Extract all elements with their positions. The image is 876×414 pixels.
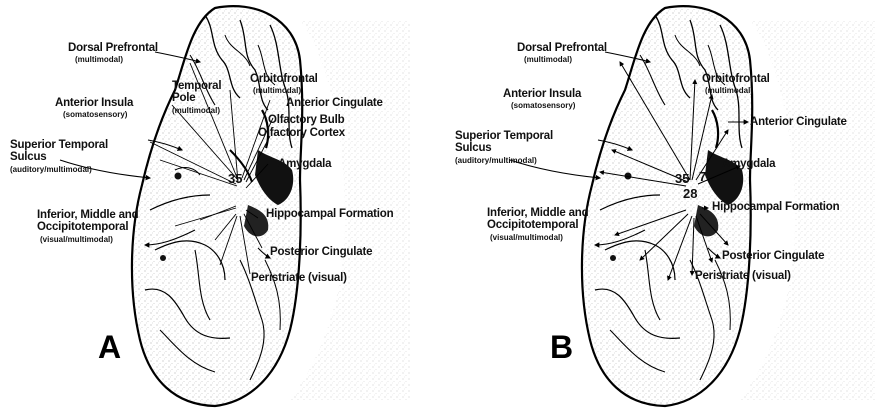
label-anterior-insula: Anterior Insula bbox=[503, 88, 581, 100]
label-peristriate: Peristriate (visual) bbox=[251, 272, 347, 284]
label-dorsal-prefrontal: Dorsal Prefrontal bbox=[68, 42, 158, 54]
label-orbitofrontal: Orbitofrontal bbox=[702, 73, 770, 85]
label-inferior-middle-occipitotemporal: Inferior, Middle and Occipitotemporal bbox=[487, 207, 588, 231]
label-orbitofrontal: Orbitofrontal bbox=[250, 73, 318, 85]
panel-letter-a: A bbox=[98, 331, 121, 363]
label-superior-temporal-sulcus-sub: (auditory/multimodal) bbox=[10, 165, 92, 174]
label-inferior-middle-occipitotemporal-sub: (visual/multimodal) bbox=[40, 235, 113, 244]
label-hippocampal-formation: Hippocampal Formation bbox=[266, 208, 393, 220]
panel-letter-b: B bbox=[550, 331, 573, 363]
label-area-35: 35 bbox=[228, 172, 242, 185]
label-anterior-insula-sub: (somatosensory) bbox=[63, 110, 127, 119]
label-superior-temporal-sulcus: Superior Temporal Sulcus bbox=[455, 130, 553, 154]
label-posterior-cingulate: Posterior Cingulate bbox=[722, 250, 824, 262]
label-amygdala: Amygdala bbox=[278, 158, 331, 170]
label-olfactory-bulb: Olfactory Bulb bbox=[268, 114, 344, 126]
label-posterior-cingulate: Posterior Cingulate bbox=[270, 246, 372, 258]
label-dorsal-prefrontal-sub: (multimodal) bbox=[75, 55, 123, 64]
label-area-35: 35 bbox=[675, 172, 689, 185]
label-peristriate: Peristriate (visual) bbox=[695, 270, 791, 282]
label-superior-temporal-sulcus: Superior Temporal Sulcus bbox=[10, 139, 108, 163]
label-olfactory-cortex: Olfactory Cortex bbox=[258, 127, 345, 139]
label-anterior-cingulate: Anterior Cingulate bbox=[286, 97, 383, 109]
label-orbitofrontal-sub: (multimodal) bbox=[253, 86, 301, 95]
label-area-28: 28 bbox=[683, 187, 697, 200]
label-inferior-middle-occipitotemporal-sub: (visual/multimodal) bbox=[490, 233, 563, 242]
label-inferior-middle-occipitotemporal: Inferior, Middle and Occipitotemporal bbox=[37, 209, 138, 233]
label-dorsal-prefrontal-sub: (multimodal) bbox=[524, 55, 572, 64]
label-superior-temporal-sulcus-sub: (auditory/multimodal) bbox=[455, 156, 537, 165]
label-amygdala: Amygdala bbox=[722, 158, 775, 170]
label-anterior-cingulate: Anterior Cingulate bbox=[750, 116, 847, 128]
label-anterior-insula: Anterior Insula bbox=[55, 97, 133, 109]
label-anterior-insula-sub: (somatosensory) bbox=[511, 101, 575, 110]
label-temporal-pole: Temporal Pole bbox=[172, 80, 221, 104]
label-orbitofrontal-sub: (multimodal) bbox=[705, 86, 753, 95]
label-dorsal-prefrontal: Dorsal Prefrontal bbox=[517, 42, 607, 54]
label-area-7: 7 bbox=[699, 170, 706, 183]
label-hippocampal-formation: Hippocampal Formation bbox=[712, 201, 839, 213]
label-temporal-pole-sub: (multimodal) bbox=[172, 106, 220, 115]
